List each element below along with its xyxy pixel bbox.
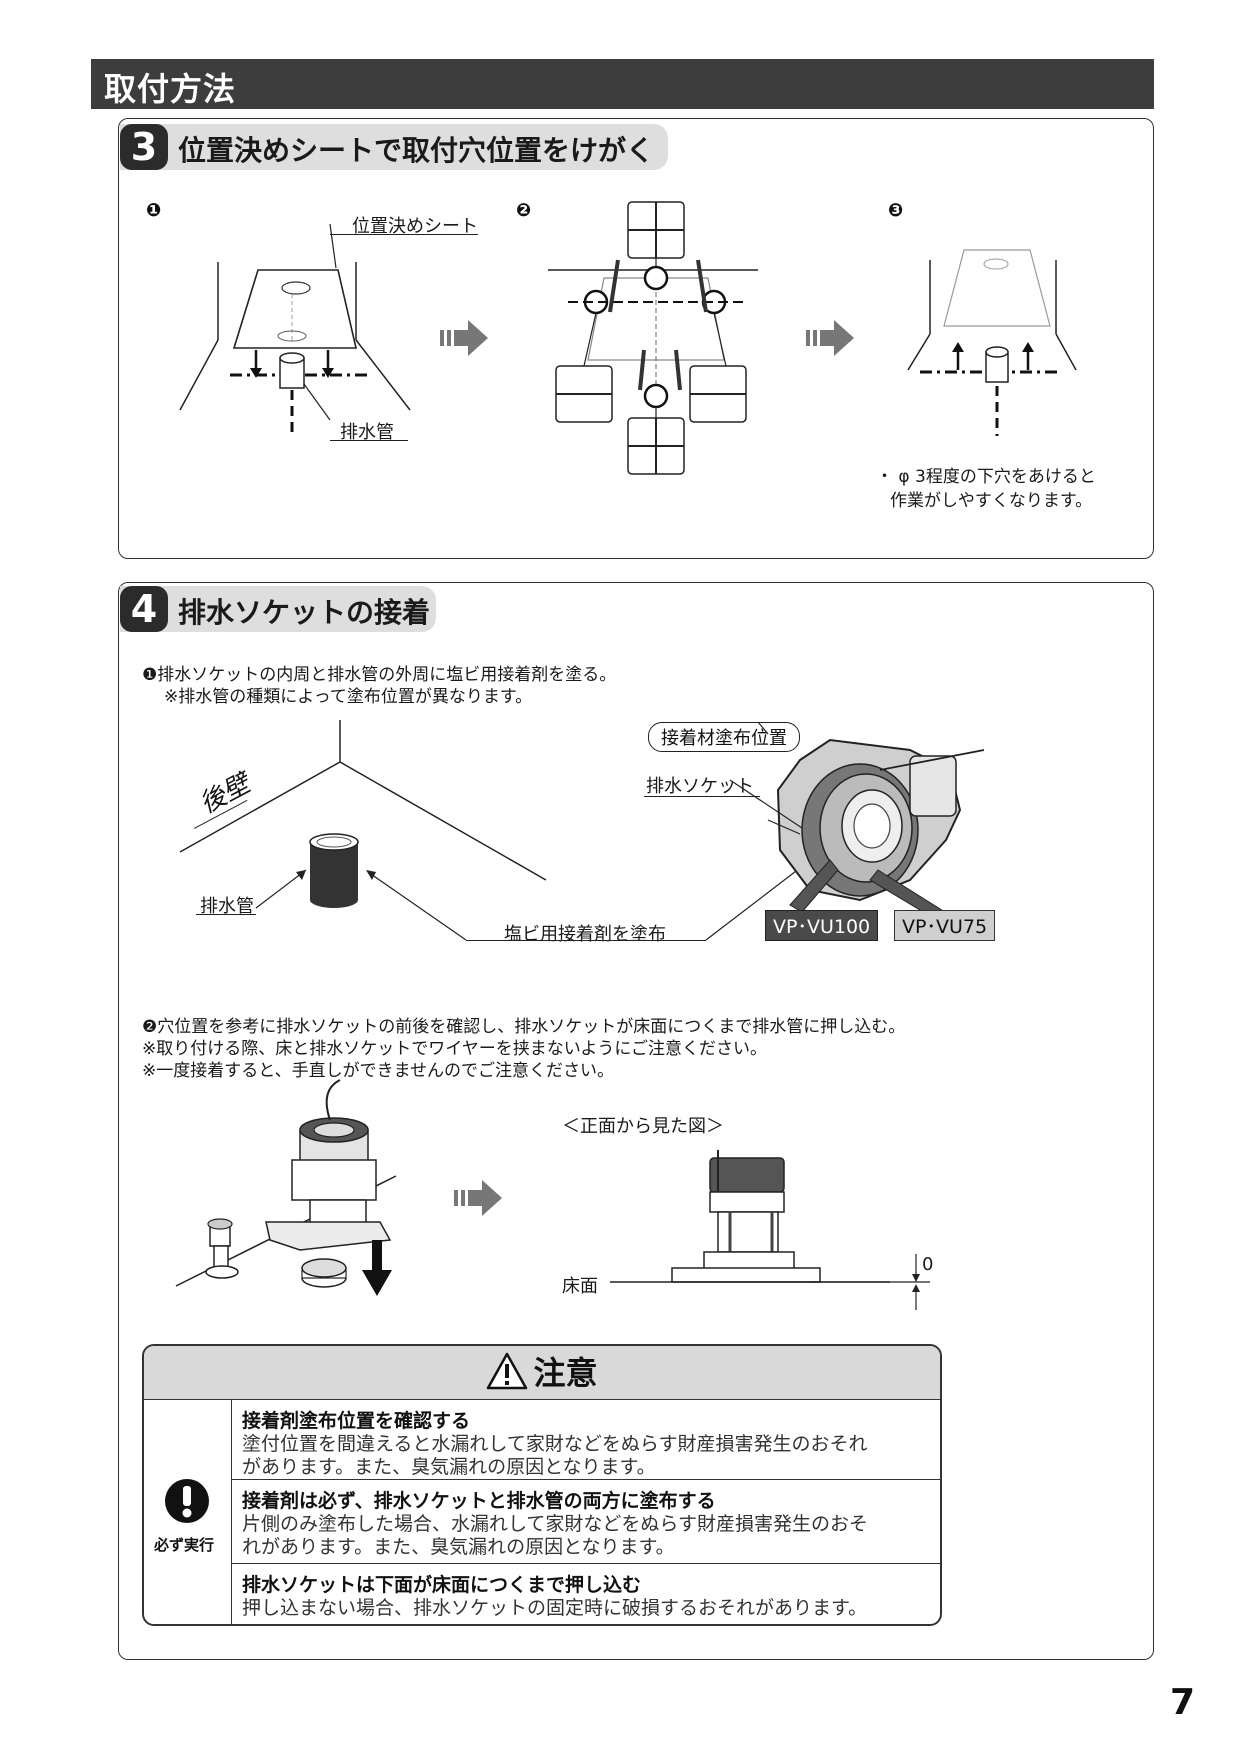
step3-arrow-2: [806, 320, 854, 356]
caution-item-3-body1: 押し込まない場合、排水ソケットの固定時に破損するおそれがあります。: [242, 1597, 868, 1619]
caution-item-1-body2: があります。また、臭気漏れの原因となります。: [242, 1456, 656, 1478]
step3-title: 位置決めシートで取付穴位置をけがく: [178, 134, 655, 167]
step4-room-figure: [179, 720, 547, 941]
step4-title-pill: [120, 586, 436, 632]
caution-item-2-body2: れがあります。また、臭気漏れの原因となります。: [242, 1536, 675, 1558]
step3-figure2: [548, 201, 758, 475]
caution-box: 注意 必ず実行 接着剤塗布位置を確認する 塗付位置を間違えると水漏れして家財など…: [142, 1344, 942, 1626]
label-pipe-fig4: 排水管: [200, 896, 254, 917]
section-header-bar: [91, 59, 1154, 109]
caution-item-3: 排水ソケットは下面が床面につくまで押し込む 押し込まない場合、排水ソケットの固定…: [232, 1564, 940, 1624]
label-front-view: ＜正面から見た図＞: [562, 1116, 724, 1137]
step3-sub2-marker: ❷: [516, 200, 532, 221]
label-socket: 排水ソケット: [646, 776, 754, 797]
caution-item-2-body1: 片側のみ塗布した場合、水漏れして家財などをぬらす財産損害発生のおそ: [242, 1513, 869, 1535]
step4-instr2-line2: ※取り付ける際、床と排水ソケットでワイヤーを挟まないようにご注意ください。: [142, 1039, 768, 1059]
caution-item-1-body1: 塗付位置を間違えると水漏れして家財などをぬらす財産損害発生のおそれ: [242, 1433, 868, 1455]
page-number: 7: [1170, 1682, 1196, 1723]
step4-socket-figure: [729, 721, 985, 923]
step4-arrow: [454, 1180, 502, 1216]
step4-instr1-line2: ※排水管の種類によって塗布位置が異なります。: [164, 687, 533, 707]
label-pipe-fig1: 排水管: [340, 422, 394, 443]
caution-item-1-title: 接着剤塗布位置を確認する: [242, 1410, 471, 1432]
apply-leader-right: [705, 867, 801, 941]
warning-triangle-icon: [487, 1352, 528, 1390]
step4-front-view-figure: [610, 1150, 930, 1310]
caution-left-column: 必ず実行: [144, 1400, 232, 1624]
step4-instr2-line3: ※一度接着すると、手直しができませんのでご注意ください。: [142, 1061, 615, 1081]
step3-number: 3: [120, 124, 168, 170]
step3-title-pill: [120, 124, 668, 170]
caution-item-1: 接着剤塗布位置を確認する 塗付位置を間違えると水漏れして家財などをぬらす財産損害…: [232, 1400, 940, 1480]
step3-sub3-marker: ❸: [888, 200, 904, 221]
label-pipe4-underline: [196, 914, 256, 915]
label-floor: 床面: [562, 1276, 598, 1297]
step3-figure3: [907, 249, 1077, 436]
step3-sub1-marker: ❶: [146, 200, 162, 221]
step3-arrow-1: [440, 320, 488, 356]
caution-item-2-title: 接着剤は必ず、排水ソケットと排水管の両方に塗布する: [242, 1490, 716, 1512]
step3-figure1: [179, 223, 411, 438]
label-sheet-underline: [330, 234, 478, 235]
label-pipe-underline: [330, 440, 408, 441]
step4-instr2-line1: ❷穴位置を参考に排水ソケットの前後を確認し、排水ソケットが床面につくまで排水管に…: [142, 1017, 906, 1037]
section-title: 取付方法: [104, 70, 237, 108]
label-sheet: 位置決めシート: [352, 216, 478, 237]
caution-item-2: 接着剤は必ず、排水ソケットと排水管の両方に塗布する 片側のみ塗布した場合、水漏れ…: [232, 1480, 940, 1564]
must-do-label: 必ず実行: [154, 1536, 215, 1554]
step3-note-line1: ・ φ 3程度の下穴をあけると: [876, 467, 1096, 487]
caution-title: 注意: [533, 1354, 598, 1392]
caution-header: 注意: [144, 1346, 940, 1400]
caution-item-3-title: 排水ソケットは下面が床面につくまで押し込む: [242, 1574, 642, 1596]
label-adhesive-position: 接着材塗布位置: [648, 722, 800, 752]
tag-vp-vu75: VP･VU75: [894, 910, 996, 941]
label-apply-adhesive: 塩ビ用接着剤を塗布: [504, 924, 666, 945]
step3-note-line2: 作業がしやすくなります。: [890, 491, 1093, 511]
apply-leader: [466, 940, 706, 941]
step4-number: 4: [120, 586, 168, 632]
tag-vp-vu100: VP･VU100: [765, 910, 879, 941]
label-socket-underline: [644, 796, 760, 797]
step4-title: 排水ソケットの接着: [178, 596, 431, 629]
mandatory-action-icon: [165, 1479, 209, 1523]
step4-instr1-line1: ❶排水ソケットの内周と排水管の外周に塩ビ用接着剤を塗る。: [142, 665, 617, 685]
label-gap-zero: 0: [922, 1254, 934, 1275]
step4-insert-figure: [175, 1079, 397, 1296]
